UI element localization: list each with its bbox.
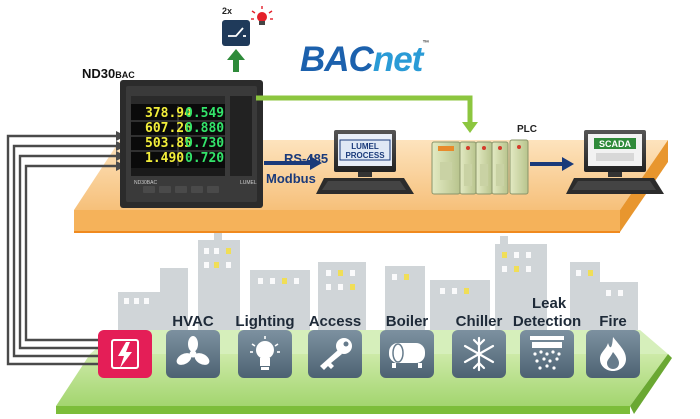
- meter-pf-2: 0.880: [185, 121, 225, 136]
- boiler-icon: [389, 343, 425, 368]
- label-hvac: HVAC: [172, 313, 214, 330]
- meter-reading-1: 378.94: [145, 106, 192, 121]
- label-chiller: Chiller: [455, 313, 503, 330]
- leak-icon: [530, 336, 564, 370]
- city-windows: [124, 248, 623, 304]
- plc-rack: [431, 139, 529, 195]
- tile-fire: [586, 330, 640, 378]
- bacnet-logo-part2: net: [372, 40, 423, 79]
- fan-icon: [176, 336, 210, 365]
- meter-pf-4: 0.720: [185, 151, 225, 166]
- tile-access: [308, 330, 362, 378]
- relay-up-arrow: [227, 49, 245, 72]
- key-icon: [320, 338, 352, 370]
- signal-lines: [6, 134, 116, 366]
- bacnet-logo-part1: BAC: [300, 40, 374, 79]
- tile-leak-detection: [520, 330, 574, 378]
- meter-reading-3: 503.85: [145, 136, 192, 151]
- meter-pf-1: 0.549: [185, 106, 225, 121]
- process-screen-line1: LUMEL: [351, 142, 379, 151]
- label-boiler: Boiler: [385, 313, 429, 330]
- meter-front-model: ND30BAC: [134, 180, 157, 186]
- label-lighting: Lighting: [235, 313, 295, 330]
- device-title-main: ND30: [82, 66, 116, 81]
- protocol-label: Modbus: [266, 171, 316, 186]
- bacnet-logo: BACnet™: [300, 40, 429, 80]
- device-title: ND30BAC: [82, 66, 135, 81]
- flame-icon: [600, 337, 626, 371]
- rs485-arrow: [264, 156, 322, 170]
- label-leak: Leak: [532, 295, 567, 312]
- process-screen-line2: PROCESS: [345, 151, 385, 160]
- relay-output: [222, 6, 273, 72]
- device-title-suffix: BAC: [115, 70, 135, 80]
- bus-label: RS-485: [284, 151, 329, 166]
- tile-lighting: [238, 330, 292, 378]
- plc-label: PLC: [517, 124, 537, 135]
- meter-pf-3: 0.730: [185, 136, 225, 151]
- tile-hvac: [166, 330, 220, 378]
- alarm-lamp-icon: [251, 6, 273, 25]
- bacnet-link: [256, 95, 478, 133]
- scada-computer: SCADA: [566, 130, 664, 194]
- meter-front-brand: LUMEL: [240, 180, 257, 186]
- label-access: Access: [308, 313, 362, 330]
- plc-scada-arrow: [530, 157, 574, 171]
- tile-power: [98, 330, 152, 378]
- label-detection: Detection: [512, 313, 582, 330]
- meter-reading-4: 1.490: [145, 151, 185, 166]
- relay-switch-icon: [222, 20, 250, 46]
- relay-multiplier: 2x: [222, 6, 233, 16]
- lightning-icon: [111, 339, 139, 369]
- label-fire: Fire: [599, 313, 627, 330]
- snowflake-icon: [463, 336, 495, 372]
- tile-chiller: [452, 330, 506, 378]
- bacnet-logo-tm: ™: [422, 40, 429, 47]
- tile-boiler: [380, 330, 434, 378]
- power-meter: ND30BAC LUMEL: [120, 80, 263, 208]
- lightbulb-icon: [250, 336, 280, 370]
- meter-reading-2: 607.26: [145, 121, 192, 136]
- process-computer: LUMEL PROCESS: [316, 130, 414, 194]
- scada-screen-title: SCADA: [599, 139, 632, 149]
